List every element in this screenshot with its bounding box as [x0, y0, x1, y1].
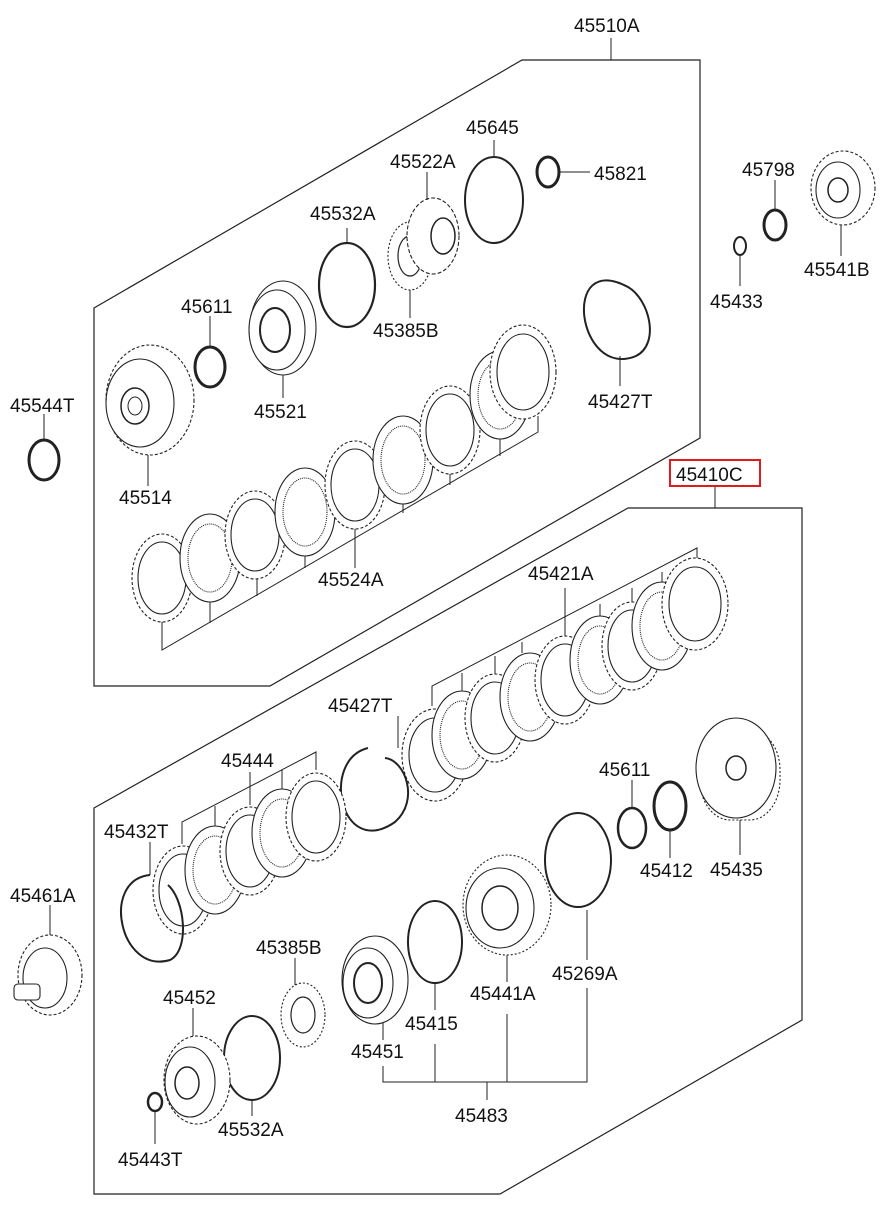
part-45611-ring-top[interactable]	[193, 345, 227, 389]
part-45443T-ring[interactable]	[146, 1091, 164, 1113]
part-45451-piston[interactable]	[341, 935, 409, 1025]
part-45821-ring[interactable]	[535, 155, 561, 189]
assembly-45410C-frame	[93, 507, 803, 1195]
label-45452[interactable]: 45452	[163, 988, 216, 1009]
label-45410C-highlight	[669, 459, 761, 487]
label-45451[interactable]: 45451	[351, 1042, 404, 1063]
part-45415-ring[interactable]	[407, 900, 463, 984]
label-45524A[interactable]: 45524A	[318, 570, 384, 591]
part-labels: 45510A 45645 45522A 45821 45532A 45611 4…	[10, 16, 870, 1171]
plates-45421A-leaders	[431, 547, 698, 706]
label-45541B[interactable]: 45541B	[804, 260, 870, 281]
plates-45524A-leaders	[161, 416, 539, 651]
part-45611-ring-mid[interactable]	[616, 806, 648, 850]
part-45427T-snapring-top[interactable]	[582, 279, 651, 360]
part-45544T-ring[interactable]	[27, 438, 61, 482]
part-45432T-snapring[interactable]	[120, 874, 184, 963]
label-45611-top[interactable]: 45611	[181, 297, 232, 318]
label-leaders	[43, 38, 842, 1144]
part-45412-ring[interactable]	[652, 780, 688, 832]
label-45532A-bot[interactable]: 45532A	[218, 1120, 284, 1141]
part-45427T-snapring-mid[interactable]	[339, 747, 410, 832]
bracket-45483-leaders	[382, 910, 588, 1100]
label-45415[interactable]: 45415	[405, 1014, 458, 1035]
label-45427T-top[interactable]: 45427T	[588, 392, 653, 413]
label-45427T-mid[interactable]: 45427T	[328, 696, 393, 717]
label-45269A[interactable]: 45269A	[552, 964, 618, 985]
part-45385B-bearing-bot[interactable]	[280, 982, 326, 1048]
label-45645[interactable]: 45645	[466, 118, 519, 139]
label-45461A[interactable]: 45461A	[10, 886, 76, 907]
part-45461A-gear[interactable]	[13, 934, 83, 1016]
label-45444[interactable]: 45444	[221, 751, 274, 772]
label-45544T[interactable]: 45544T	[10, 396, 75, 417]
part-45522A-retainer[interactable]	[406, 197, 460, 275]
label-45410C[interactable]: 45410C	[676, 465, 743, 486]
part-45452-hub[interactable]	[163, 1035, 231, 1125]
label-45483[interactable]: 45483	[455, 1106, 508, 1127]
label-45521[interactable]: 45521	[254, 402, 307, 423]
label-45421A[interactable]: 45421A	[528, 564, 594, 585]
label-45532A-top[interactable]: 45532A	[310, 204, 376, 225]
label-45412[interactable]: 45412	[640, 861, 693, 882]
label-45798[interactable]: 45798	[742, 160, 795, 181]
label-45432T[interactable]: 45432T	[104, 822, 169, 843]
label-45821[interactable]: 45821	[594, 164, 647, 185]
label-45522A[interactable]: 45522A	[390, 152, 456, 173]
label-45611-mid[interactable]: 45611	[599, 760, 650, 781]
part-45524A-plates[interactable]	[131, 324, 557, 623]
part-45645-ring[interactable]	[464, 156, 524, 244]
part-45435-drum[interactable]	[695, 717, 781, 821]
part-45433-ring[interactable]	[733, 236, 747, 256]
label-45510A[interactable]: 45510A	[574, 16, 640, 37]
label-45443T[interactable]: 45443T	[118, 1150, 183, 1171]
part-45521-piston[interactable]	[248, 280, 317, 376]
part-45421A-plates[interactable]	[401, 557, 729, 802]
part-45444-plates[interactable]	[152, 772, 347, 935]
label-45385B-bot[interactable]: 45385B	[256, 938, 322, 959]
label-45385B-top[interactable]: 45385B	[373, 321, 439, 342]
assembly-45510A-frame	[93, 59, 701, 687]
label-45514[interactable]: 45514	[119, 488, 172, 509]
plates-45444-leaders	[181, 751, 317, 844]
part-45798-washer[interactable]	[762, 208, 788, 242]
part-45514-hub[interactable]	[105, 344, 195, 456]
part-45532A-ring-top[interactable]	[317, 241, 377, 329]
label-45441A[interactable]: 45441A	[470, 984, 536, 1005]
part-45541B-gear[interactable]	[810, 150, 876, 226]
part-45269A-ring[interactable]	[544, 812, 612, 908]
label-45433[interactable]: 45433	[710, 292, 763, 313]
label-45435[interactable]: 45435	[710, 860, 763, 881]
part-45441A-hub[interactable]	[462, 854, 552, 956]
part-45532A-ring-bot[interactable]	[223, 1015, 281, 1101]
